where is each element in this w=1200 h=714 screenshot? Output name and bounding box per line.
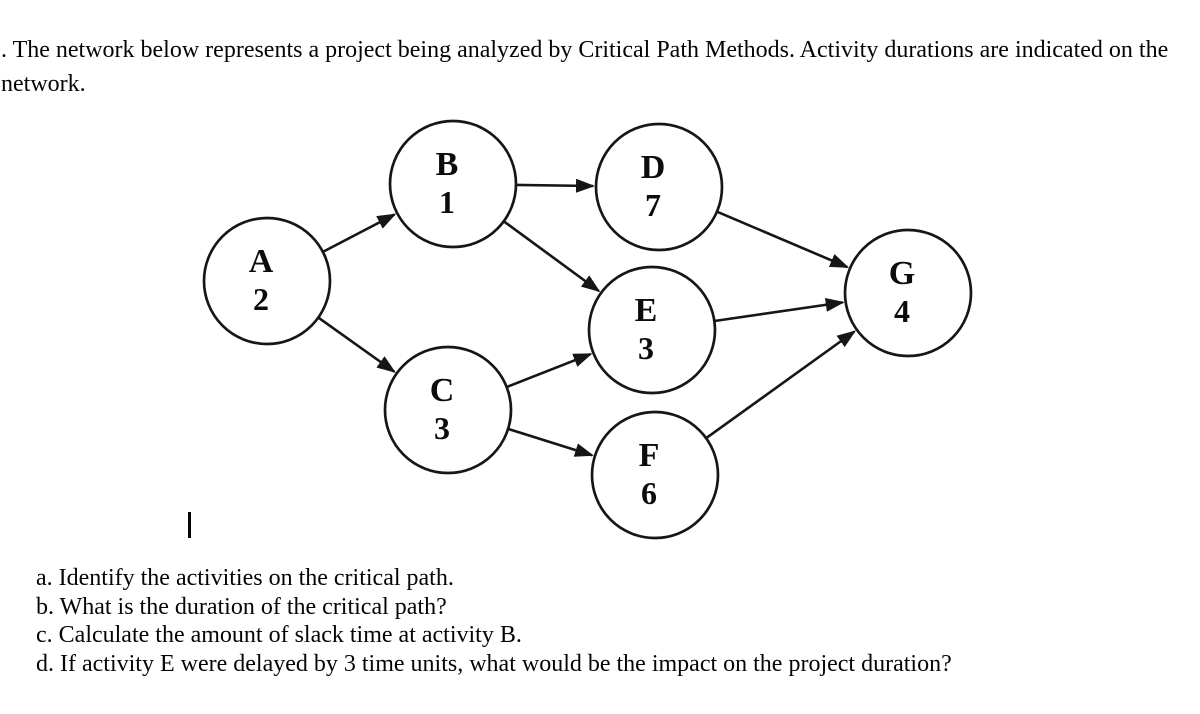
node-circle-D bbox=[594, 122, 724, 252]
text-cursor[interactable] bbox=[188, 512, 191, 538]
node-circle-B bbox=[388, 119, 518, 249]
node-letter-D: D bbox=[641, 149, 666, 186]
question-d: d. If activity E were delayed by 3 time … bbox=[36, 650, 952, 677]
edge-C-E bbox=[506, 352, 593, 389]
problem-statement-line1: . The network below represents a project… bbox=[1, 37, 1169, 63]
node-circle-C bbox=[383, 345, 513, 475]
node-letter-E: E bbox=[635, 292, 658, 329]
question-b: b. What is the duration of the critical … bbox=[36, 593, 447, 620]
node-duration-G: 4 bbox=[894, 293, 910, 329]
edge-F-G bbox=[705, 330, 857, 440]
node-letter-F: F bbox=[639, 437, 660, 474]
activity-node-E: E3 bbox=[587, 265, 717, 395]
node-letter-B: B bbox=[436, 146, 459, 183]
node-duration-C: 3 bbox=[434, 410, 450, 446]
edge-C-F bbox=[507, 427, 594, 457]
edge-A-B bbox=[322, 213, 397, 254]
node-duration-B: 1 bbox=[439, 184, 455, 220]
question-a: a. Identify the activities on the critic… bbox=[36, 565, 454, 591]
node-duration-A: 2 bbox=[253, 281, 269, 317]
activity-node-F: F6 bbox=[590, 410, 720, 540]
node-duration-F: 6 bbox=[641, 475, 657, 511]
node-circle-G bbox=[843, 228, 973, 358]
node-duration-D: 7 bbox=[645, 187, 661, 223]
problem-statement: . The network below represents a project… bbox=[1, 33, 1198, 101]
edge-D-G bbox=[716, 210, 850, 269]
activity-node-B: B1 bbox=[388, 119, 518, 249]
activity-node-A: A2 bbox=[202, 216, 332, 346]
activity-node-D: D7 bbox=[594, 122, 724, 252]
edge-B-D bbox=[515, 178, 595, 193]
node-duration-E: 3 bbox=[638, 330, 654, 366]
question-c: c. Calculate the amount of slack time at… bbox=[36, 622, 522, 648]
edge-A-C bbox=[317, 316, 396, 373]
node-circle-F bbox=[590, 410, 720, 540]
questions-list: a. Identify the activities on the critic… bbox=[36, 564, 952, 678]
edges-layer bbox=[317, 178, 857, 457]
node-letter-C: C bbox=[430, 372, 455, 409]
edge-B-E bbox=[503, 220, 601, 293]
node-circle-A bbox=[202, 216, 332, 346]
node-letter-A: A bbox=[249, 243, 274, 280]
edge-E-G bbox=[714, 297, 845, 323]
node-circle-E bbox=[587, 265, 717, 395]
node-letter-G: G bbox=[889, 255, 915, 292]
activity-node-C: C3 bbox=[383, 345, 513, 475]
problem-statement-line2: network. bbox=[1, 71, 86, 97]
activity-node-G: G4 bbox=[843, 228, 973, 358]
